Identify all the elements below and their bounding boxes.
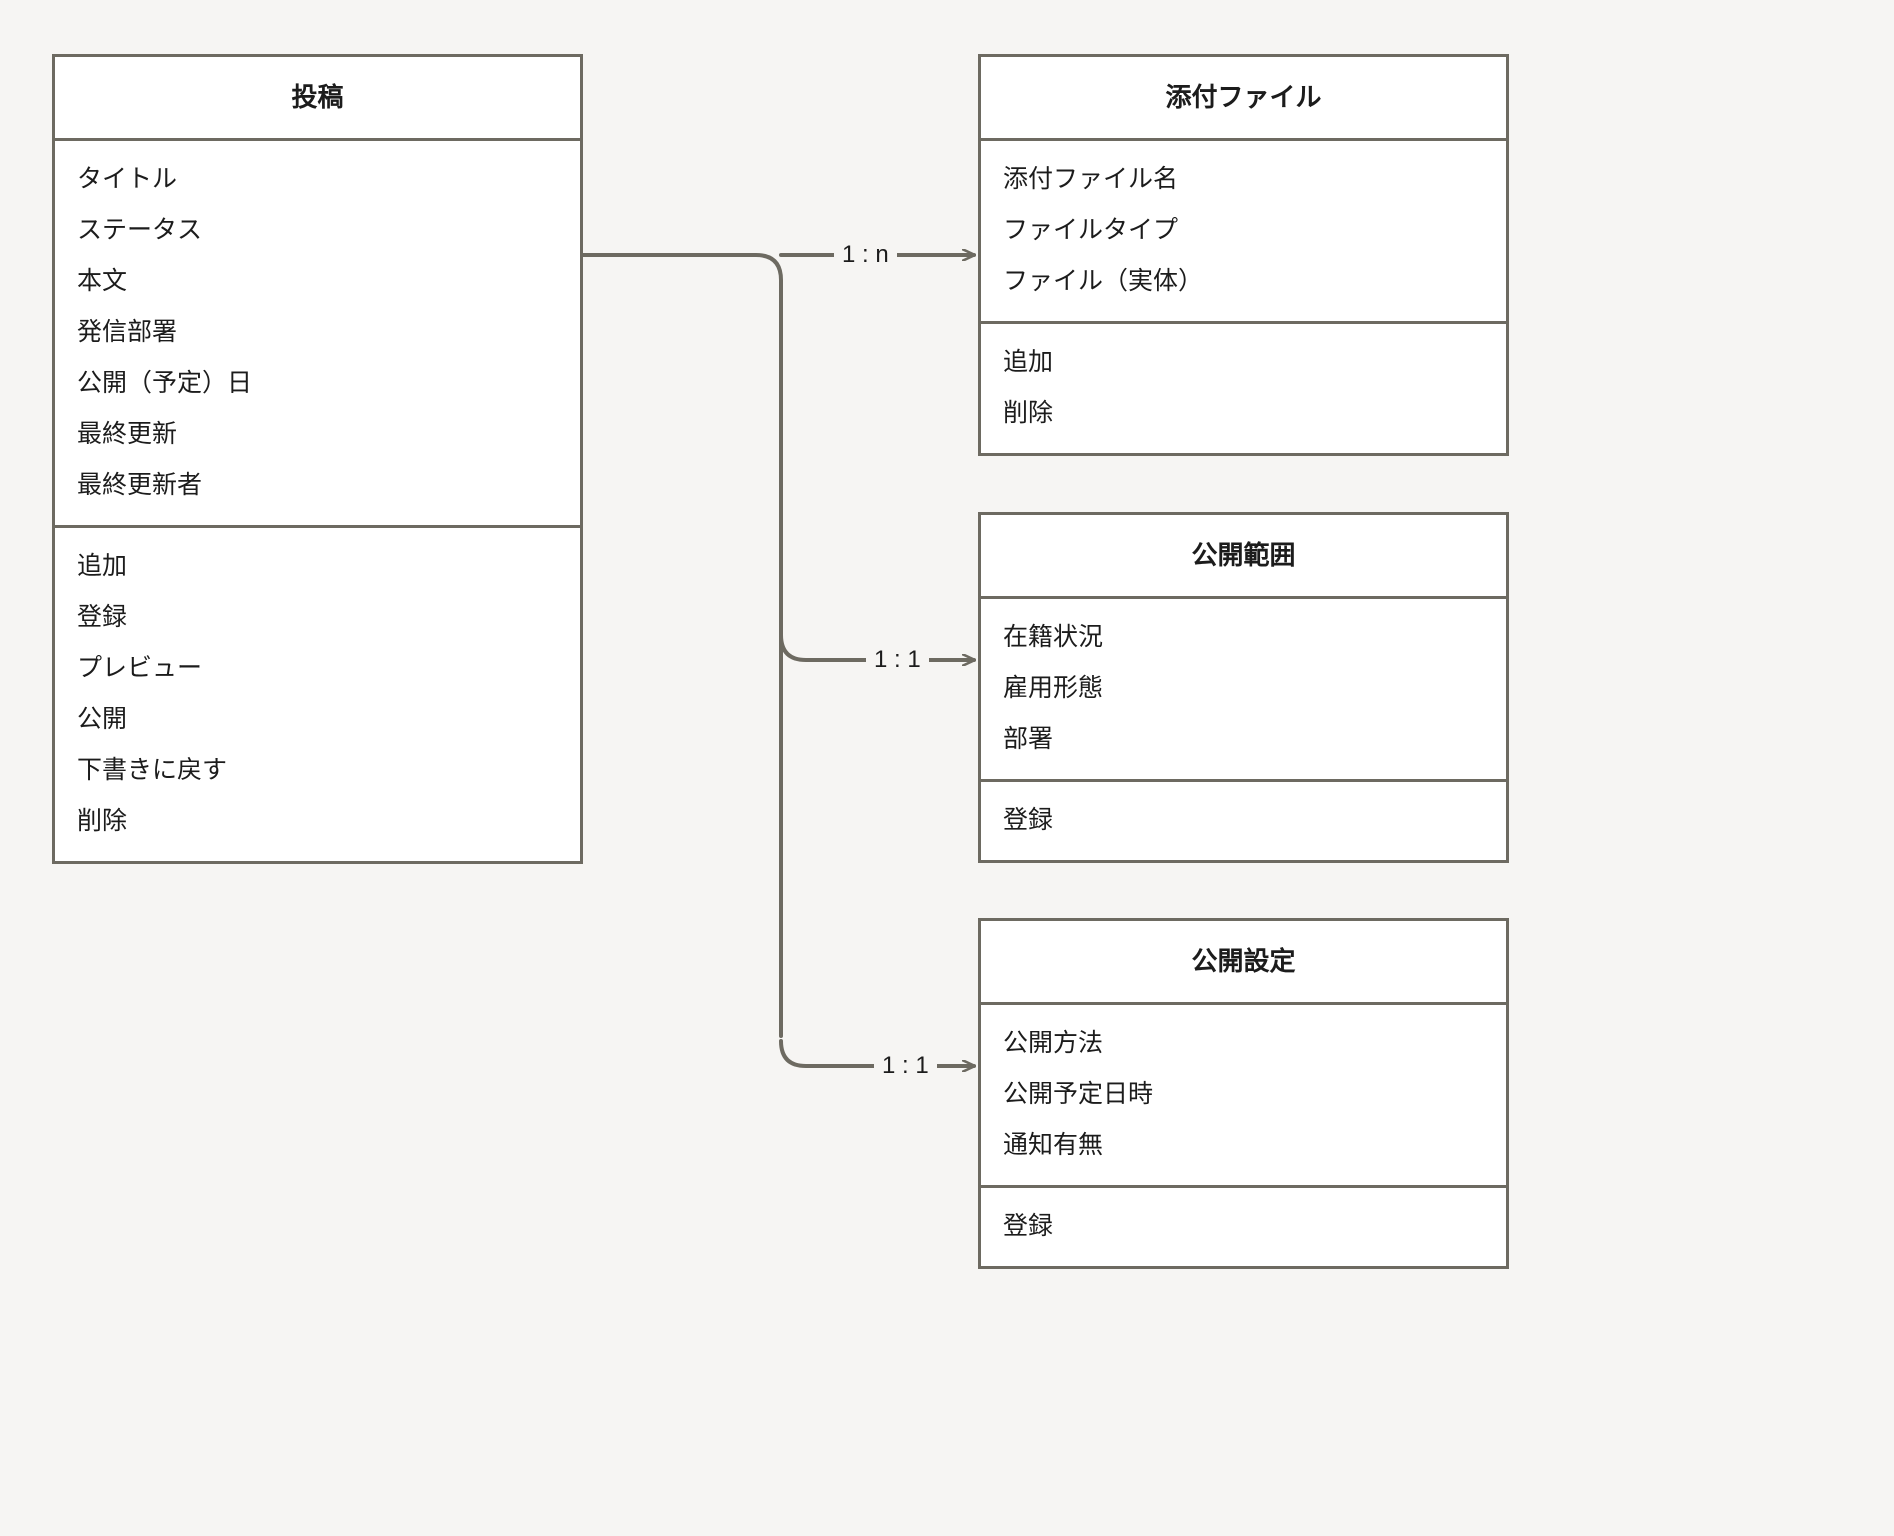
operation-row: 登録 <box>1003 806 1054 834</box>
operations-compartment-post: 追加 登録 プレビュー 公開 下書きに戻す 削除 <box>55 525 580 861</box>
attribute-row: 雇用形態 <box>1003 674 1104 702</box>
class-title-publish-settings: 公開設定 <box>981 921 1506 1005</box>
operations-compartment-publish-settings: 登録 <box>981 1185 1506 1266</box>
attribute-row: 最終更新者 <box>77 471 203 499</box>
relationship-label-post-publish-settings: 1 : 1 <box>874 1054 937 1078</box>
class-box-attachment[interactable]: 添付ファイル 添付ファイル名 ファイルタイプ ファイル（実体） 追加 削除 <box>978 54 1509 456</box>
operations-compartment-attachment: 追加 削除 <box>981 321 1506 453</box>
operation-row: 削除 <box>77 807 128 835</box>
class-box-scope[interactable]: 公開範囲 在籍状況 雇用形態 部署 登録 <box>978 512 1509 863</box>
attribute-row: ファイルタイプ <box>1003 216 1179 244</box>
operation-row: 追加 <box>77 552 128 580</box>
attribute-row: 公開（予定）日 <box>77 369 253 397</box>
attribute-row: 発信部署 <box>77 318 178 346</box>
attributes-compartment-publish-settings: 公開方法 公開予定日時 通知有無 <box>981 1005 1506 1185</box>
operation-row: 追加 <box>1003 348 1054 376</box>
attribute-row: 本文 <box>77 267 128 295</box>
operation-row: 登録 <box>1003 1212 1054 1240</box>
operation-row: プレビュー <box>77 654 203 682</box>
operation-row: 下書きに戻す <box>77 756 228 784</box>
attribute-row: 部署 <box>1003 725 1054 753</box>
class-title-scope: 公開範囲 <box>981 515 1506 599</box>
connector-trunk <box>581 253 783 1038</box>
attribute-row: ステータス <box>77 216 203 244</box>
class-title-attachment: 添付ファイル <box>981 57 1506 141</box>
attribute-row: タイトル <box>77 165 178 193</box>
attribute-row: 添付ファイル名 <box>1003 165 1179 193</box>
attribute-row: ファイル（実体） <box>1003 267 1204 295</box>
operation-row: 登録 <box>77 603 128 631</box>
attributes-compartment-attachment: 添付ファイル名 ファイルタイプ ファイル（実体） <box>981 141 1506 321</box>
operation-row: 公開 <box>77 705 128 733</box>
attribute-row: 公開予定日時 <box>1003 1080 1154 1108</box>
operation-row: 削除 <box>1003 399 1054 427</box>
class-title-post: 投稿 <box>55 57 580 141</box>
attributes-compartment-post: タイトル ステータス 本文 発信部署 公開（予定）日 最終更新 最終更新者 <box>55 141 580 525</box>
operations-compartment-scope: 登録 <box>981 779 1506 860</box>
attribute-row: 在籍状況 <box>1003 623 1104 651</box>
relationship-label-post-scope: 1 : 1 <box>866 648 929 672</box>
attribute-row: 公開方法 <box>1003 1029 1104 1057</box>
attributes-compartment-scope: 在籍状況 雇用形態 部署 <box>981 599 1506 779</box>
attribute-row: 最終更新 <box>77 420 178 448</box>
attribute-row: 通知有無 <box>1003 1131 1104 1159</box>
class-box-post[interactable]: 投稿 タイトル ステータス 本文 発信部署 公開（予定）日 最終更新 最終更新者… <box>52 54 583 864</box>
relationship-label-post-attachment: 1 : n <box>834 243 897 267</box>
class-box-publish-settings[interactable]: 公開設定 公開方法 公開予定日時 通知有無 登録 <box>978 918 1509 1269</box>
